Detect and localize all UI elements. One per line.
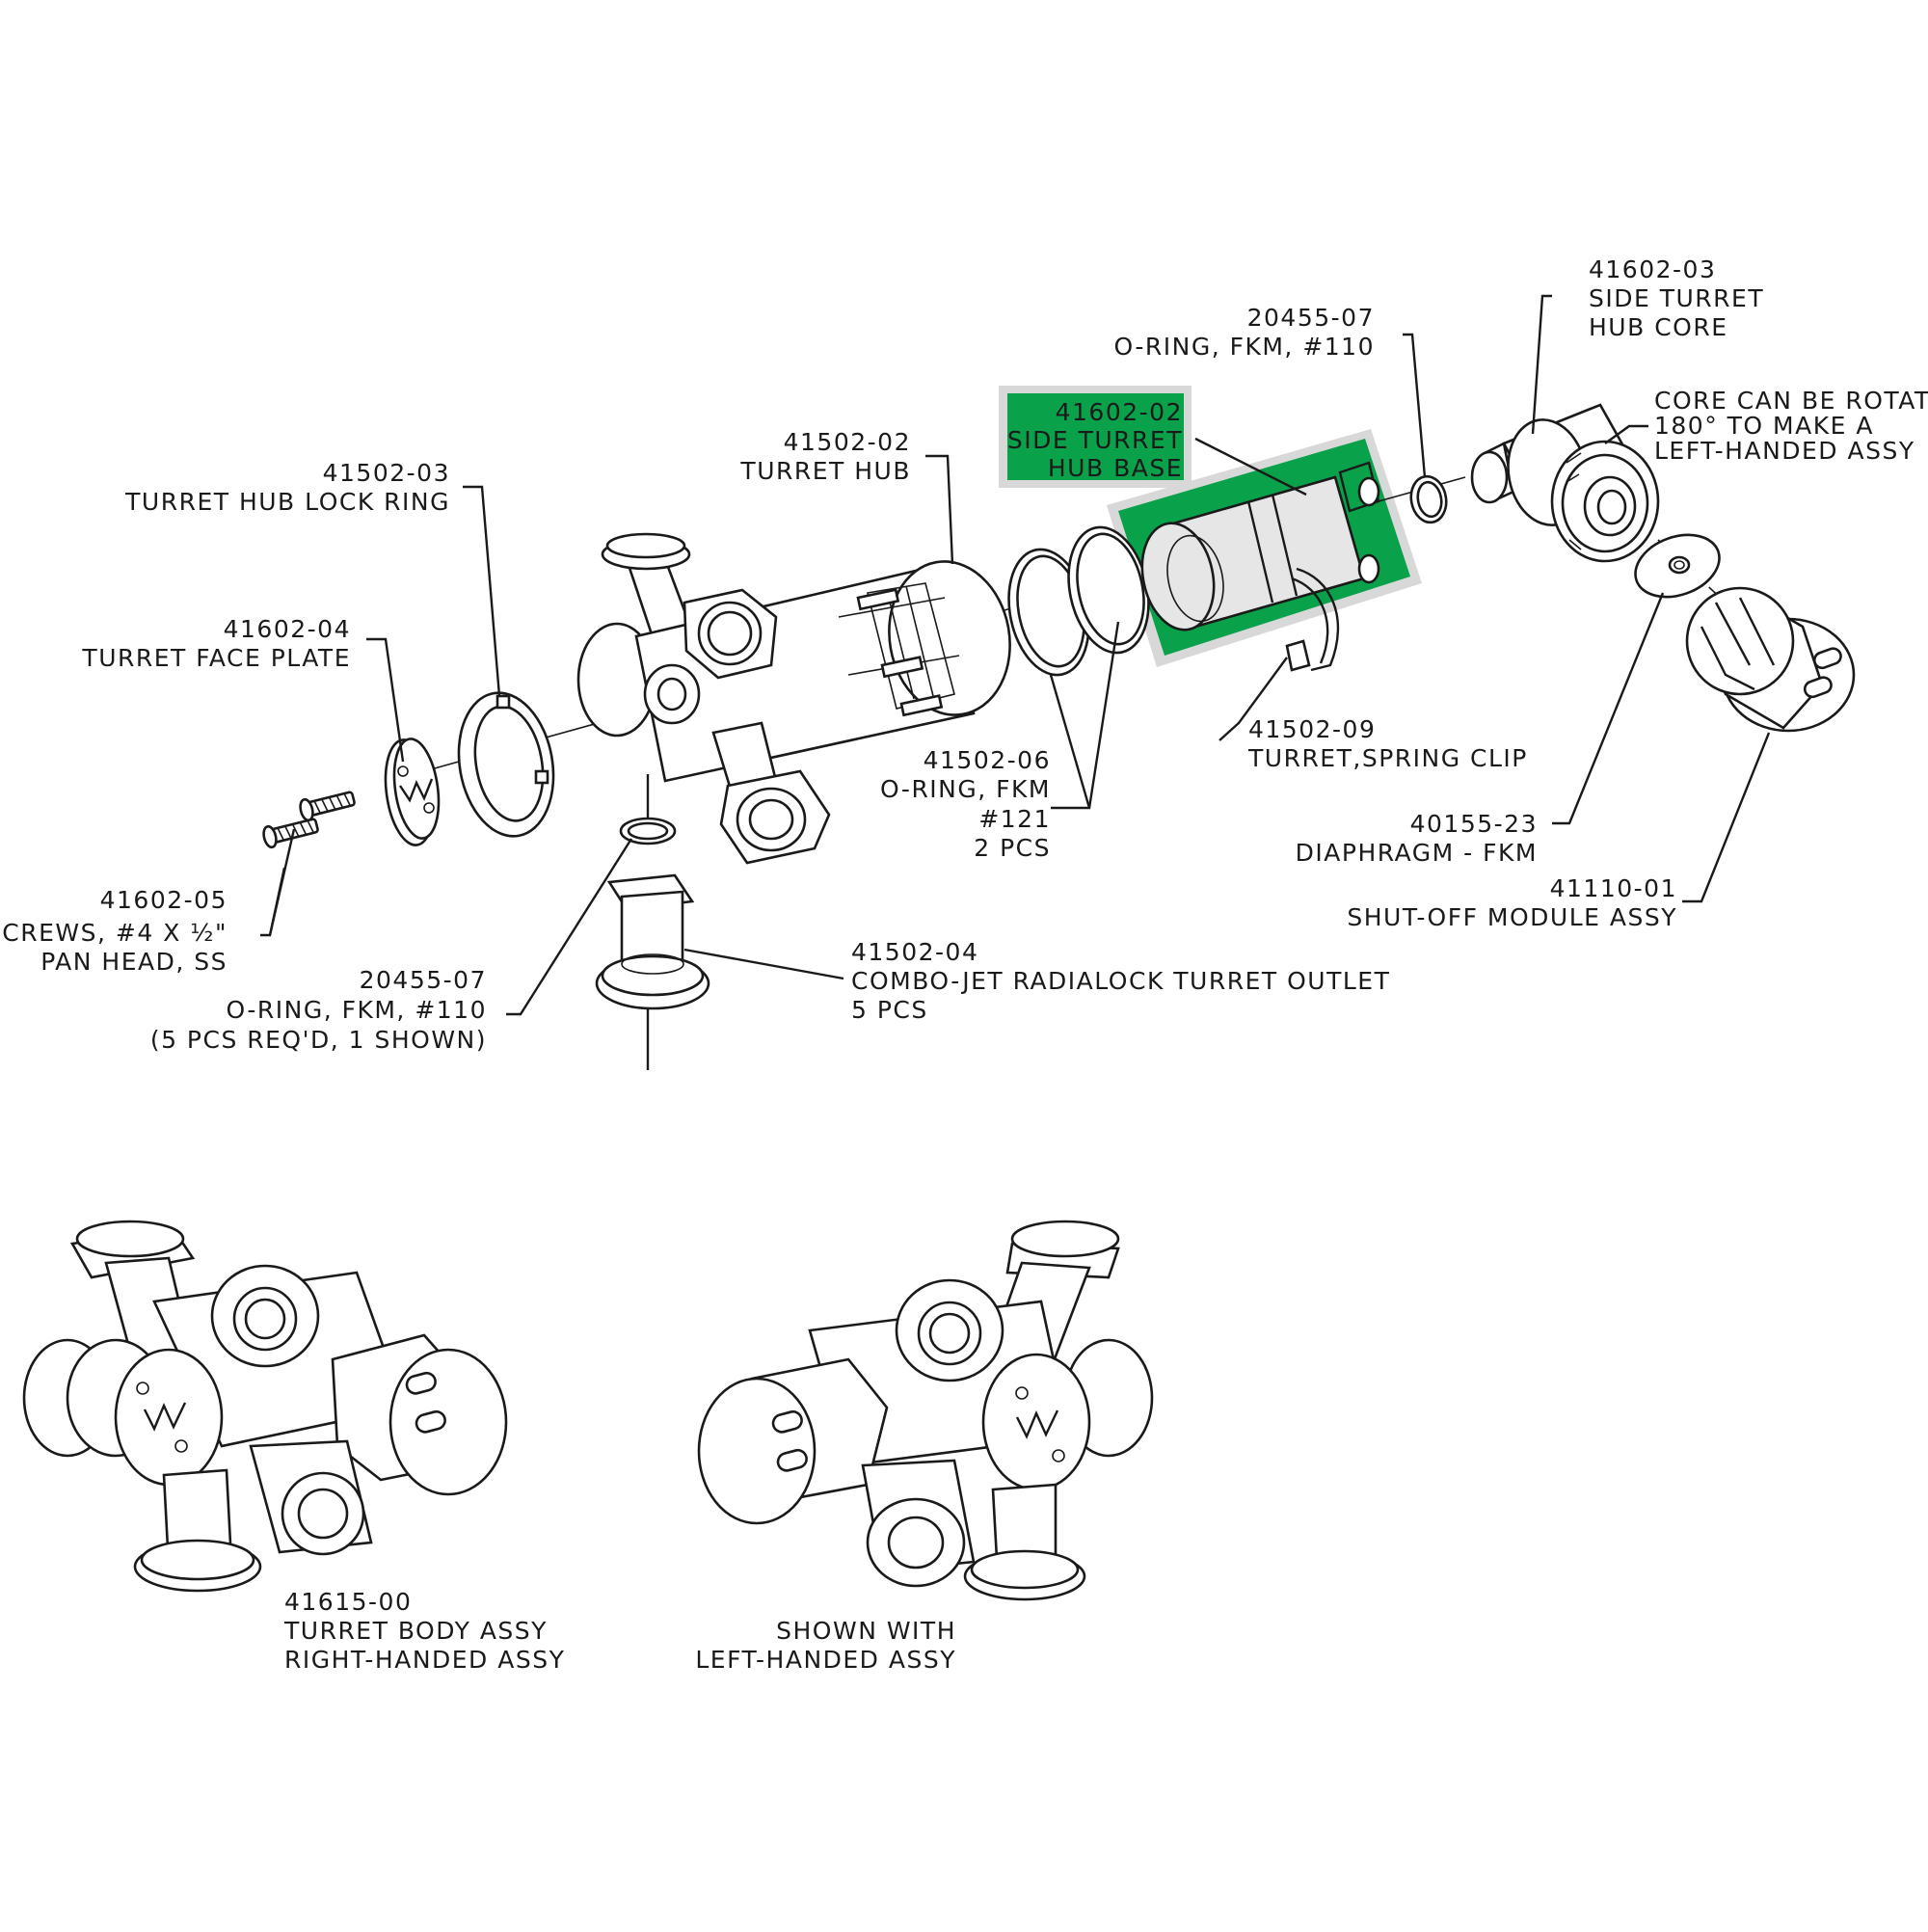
svg-text:(5 PCS REQ'D, 1 SHOWN): (5 PCS REQ'D, 1 SHOWN) — [150, 1026, 487, 1054]
svg-text:41602-03: 41602-03 — [1589, 255, 1716, 283]
svg-text:LEFT-HANDED ASSY: LEFT-HANDED ASSY — [695, 1646, 956, 1674]
turret-face-plate — [384, 738, 441, 846]
turret-spring-clip — [1285, 567, 1340, 672]
highlight-label-box — [999, 386, 1192, 488]
svg-text:41502-03: 41502-03 — [323, 459, 450, 487]
diaphragm — [1634, 533, 1721, 599]
label-shut-off-module: 41110-01 SHUT-OFF MODULE ASSY — [1347, 874, 1677, 931]
leader-lines — [260, 294, 1771, 1016]
svg-text:41602-02: 41602-02 — [1056, 398, 1183, 426]
svg-text:41602-05: 41602-05 — [100, 886, 228, 914]
svg-text:20455-07: 20455-07 — [360, 966, 487, 994]
label-body-assy-right: 41615-00 TURRET BODY ASSY RIGHT-HANDED A… — [283, 1588, 565, 1674]
o-ring-110-top — [1409, 474, 1448, 524]
label-o-ring-121: 41502-06 O-RING, FKM #121 2 PCS — [880, 746, 1051, 862]
logo-mark-icon — [1015, 1386, 1065, 1462]
svg-text:41502-04: 41502-04 — [851, 938, 978, 966]
label-side-turret-hub-core: 41602-03 SIDE TURRET HUB CORE — [1589, 255, 1764, 341]
svg-text:O-RING, FKM, #110: O-RING, FKM, #110 — [1113, 333, 1375, 361]
svg-text:40155-23: 40155-23 — [1410, 810, 1538, 838]
svg-text:SIDE TURRET: SIDE TURRET — [1007, 426, 1183, 454]
svg-text:5 PCS: 5 PCS — [851, 996, 928, 1024]
svg-text:SCREWS, #4 X ½": SCREWS, #4 X ½" — [0, 919, 228, 947]
svg-text:TURRET HUB: TURRET HUB — [739, 457, 911, 485]
svg-text:180° TO MAKE A: 180° TO MAKE A — [1654, 412, 1874, 440]
label-turret-outlet: 41502-04 COMBO-JET RADIALOCK TURRET OUTL… — [851, 938, 1390, 1024]
svg-text:TURRET FACE PLATE: TURRET FACE PLATE — [81, 644, 351, 672]
svg-text:CORE CAN BE ROTATED: CORE CAN BE ROTATED — [1654, 387, 1928, 415]
label-turret-face-plate: 41602-04 TURRET FACE PLATE — [81, 615, 351, 672]
label-spring-clip: 41502-09 TURRET,SPRING CLIP — [1247, 715, 1528, 772]
svg-text:O-RING, FKM: O-RING, FKM — [880, 775, 1051, 803]
svg-text:TURRET BODY ASSY: TURRET BODY ASSY — [283, 1617, 548, 1645]
side-turret-hub-core — [1470, 403, 1660, 563]
label-o-ring-110-bottom: 20455-07 O-RING, FKM, #110 (5 PCS REQ'D,… — [150, 966, 487, 1054]
screw-icon — [262, 791, 356, 849]
svg-text:DIAPHRAGM - FKM: DIAPHRAGM - FKM — [1296, 839, 1538, 867]
svg-text:SIDE TURRET: SIDE TURRET — [1589, 284, 1764, 312]
svg-text:20455-07: 20455-07 — [1247, 304, 1375, 332]
svg-text:SHUT-OFF MODULE ASSY: SHUT-OFF MODULE ASSY — [1347, 903, 1677, 931]
turret-hub — [576, 532, 1011, 865]
svg-text:TURRET HUB LOCK RING: TURRET HUB LOCK RING — [124, 488, 450, 516]
o-ring-110-bottom — [619, 817, 677, 845]
svg-text:LEFT-HANDED ASSY: LEFT-HANDED ASSY — [1654, 437, 1915, 465]
label-turret-hub-lock-ring: 41502-03 TURRET HUB LOCK RING — [124, 459, 450, 516]
side-turret-hub-base — [1140, 461, 1380, 631]
label-core-note: CORE CAN BE ROTATED 180° TO MAKE A LEFT-… — [1654, 387, 1928, 465]
label-body-assy-left: SHOWN WITH LEFT-HANDED ASSY — [695, 1617, 956, 1674]
svg-text:PAN HEAD, SS: PAN HEAD, SS — [40, 948, 228, 976]
svg-text:COMBO-JET RADIALOCK TURRET OUT: COMBO-JET RADIALOCK TURRET OUTLET — [851, 967, 1390, 995]
logo-mark-icon — [397, 765, 435, 814]
label-side-turret-hub-base: 41602-02 SIDE TURRET HUB BASE — [1007, 398, 1183, 482]
svg-text:41615-00: 41615-00 — [284, 1588, 412, 1616]
svg-text:HUB CORE: HUB CORE — [1589, 313, 1728, 341]
svg-text:O-RING, FKM, #110: O-RING, FKM, #110 — [226, 996, 487, 1024]
label-turret-hub: 41502-02 TURRET HUB — [739, 428, 911, 485]
svg-text:TURRET,SPRING CLIP: TURRET,SPRING CLIP — [1247, 744, 1528, 772]
logo-mark-icon — [136, 1382, 188, 1453]
shut-off-module — [1685, 586, 1856, 733]
label-screws: 41602-05 SCREWS, #4 X ½" PAN HEAD, SS — [0, 886, 228, 976]
svg-text:41502-09: 41502-09 — [1248, 715, 1376, 743]
combo-jet-turret-outlet — [595, 873, 710, 1010]
label-diaphragm: 40155-23 DIAPHRAGM - FKM — [1296, 810, 1538, 867]
svg-text:41502-06: 41502-06 — [924, 746, 1051, 774]
turret-body-assy-right-handed — [22, 1220, 508, 1593]
svg-text:41110-01: 41110-01 — [1550, 874, 1677, 902]
svg-text:#121: #121 — [978, 805, 1051, 833]
svg-text:41602-04: 41602-04 — [224, 615, 351, 643]
highlight-fill — [1007, 393, 1184, 480]
turret-hub-lock-ring — [457, 691, 555, 838]
svg-text:2 PCS: 2 PCS — [974, 834, 1051, 862]
turret-body-assy-left-handed — [697, 1220, 1154, 1601]
label-o-ring-110-top: 20455-07 O-RING, FKM, #110 — [1113, 304, 1375, 361]
svg-text:41502-02: 41502-02 — [784, 428, 911, 456]
svg-text:RIGHT-HANDED ASSY: RIGHT-HANDED ASSY — [284, 1646, 565, 1674]
o-ring-121-pair — [1007, 525, 1150, 677]
svg-text:SHOWN WITH: SHOWN WITH — [776, 1617, 956, 1645]
svg-text:HUB BASE: HUB BASE — [1048, 454, 1183, 482]
